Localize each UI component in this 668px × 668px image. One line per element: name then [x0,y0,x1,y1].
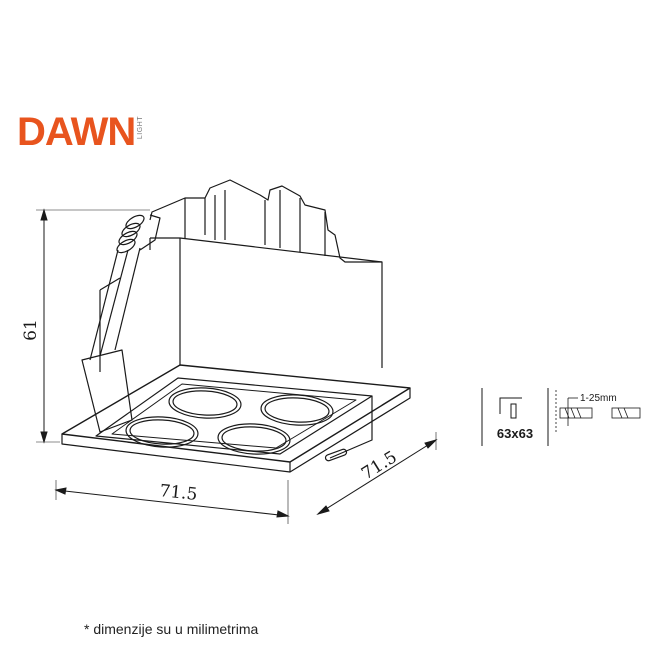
ceiling-range-label: 1-25mm [580,393,617,404]
trim-frame [61,364,411,473]
cutout-spec: 63x63 1-25mm [481,388,641,446]
depth-label: 71.5 [358,447,401,484]
cutout-size: 63x63 [497,426,533,441]
spring-clip [81,214,161,433]
depth-dimension [316,432,438,515]
brand-logo: DAWN LIGHT [17,110,144,158]
height-label: 61 [21,319,41,341]
ceiling-thickness-icon [555,390,641,432]
cutout-icon [499,397,522,419]
side-slot [324,448,348,462]
height-dimension [36,208,150,444]
logo-wordmark: DAWN [17,110,136,154]
width-dimension [54,480,290,524]
width-label: 71.5 [159,481,199,505]
heatsink [149,179,382,263]
footnote: * dimenzije su u milimetrima [84,621,259,637]
lens-openings [125,387,334,455]
